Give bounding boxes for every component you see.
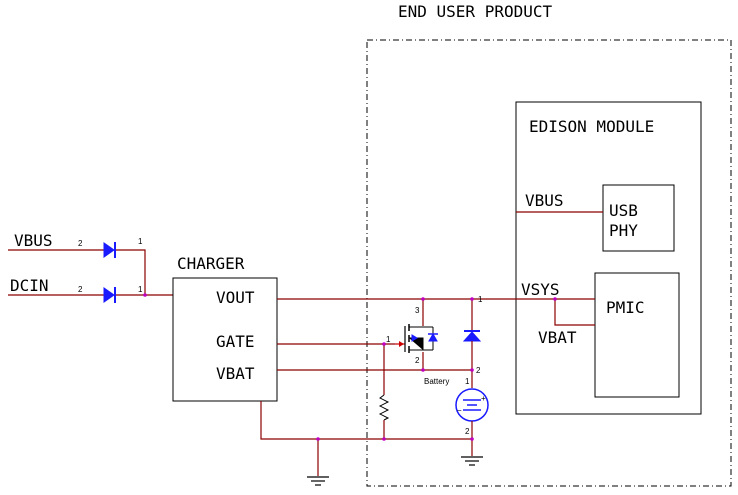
edison-module-title: EDISON MODULE [529,117,654,136]
vsys-pin-number: 1 [478,295,483,304]
d1-pin-anode: 2 [78,239,83,248]
charger-title: CHARGER [177,254,245,273]
edison-vbus-label: VBUS [525,191,564,210]
input-dcin-label: DCIN [10,276,49,295]
battery-neg-pin: 2 [465,427,470,436]
svg-text:+: + [481,394,486,403]
end-user-product-boundary [366,39,732,487]
usb-phy-box [602,184,675,252]
ground-icon [307,476,329,486]
usb-phy-label-line2: PHY [609,221,638,240]
usb-phy-label-line1: USB [609,201,638,220]
ground-net-wire [260,401,472,440]
charger-gate-label: GATE [216,332,255,351]
edison-vsys-label: VSYS [521,280,560,299]
diode-vbus [103,242,116,258]
battery-bypass-diode [462,299,482,388]
vbat-pin-number: 2 [476,366,481,375]
pmic-box [594,272,680,398]
battery-pos-pin: 1 [465,377,470,386]
diode-dcin [103,287,116,303]
battery-label: Battery [424,377,449,386]
d1-pin-cathode: 1 [138,237,143,246]
svg-text:−: − [457,406,462,415]
fet-source-pin: 2 [415,356,420,365]
battery-cell: + − [455,388,489,456]
fet-drain-pin: 3 [415,306,420,315]
vbat-internal-wire [554,299,595,326]
d2-pin-anode: 2 [78,285,83,294]
charger-vbat-label: VBAT [216,364,255,383]
charger-vout-label: VOUT [216,288,255,307]
end-user-product-title: END USER PRODUCT [398,2,552,21]
fet-gate-pin: 1 [386,335,391,344]
input-vbus-label: VBUS [14,231,53,250]
ground-icon [461,456,483,466]
edison-module-box [515,101,702,415]
d2-pin-cathode: 1 [138,285,143,294]
diode-vbus-output-wire [116,249,146,295]
charger-box [172,277,278,402]
pmic-label: PMIC [606,298,645,317]
edison-vbat-label: VBAT [538,328,577,347]
junction-dots [143,293,557,441]
gate-pulldown-resistor [378,344,390,439]
mosfet-switch [395,299,438,370]
